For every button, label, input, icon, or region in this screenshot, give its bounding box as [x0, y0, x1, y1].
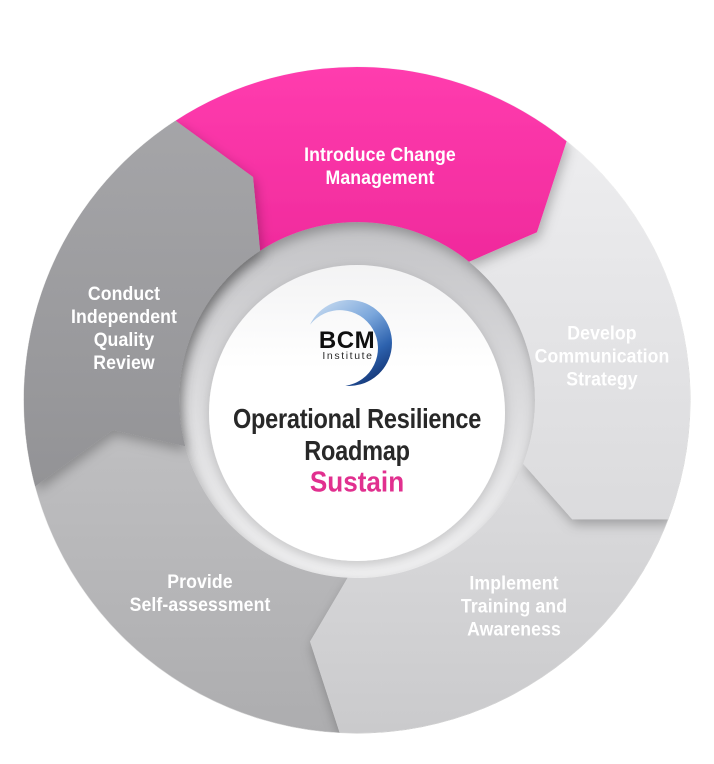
wheel-phase-label: Sustain: [309, 466, 405, 499]
segment-label-conduct-independent-quality-review: Conduct Independent Quality Review: [70, 284, 178, 374]
segment-introduce-change-management: [175, 66, 567, 262]
segment-label-implement-training-and-awareness: Implement Training and Awareness: [460, 573, 568, 641]
wheel-center-title: Operational Resilience Roadmap: [232, 403, 482, 466]
segment-implement-training-and-awareness: [310, 463, 668, 733]
segment-label-develop-communication-strategy: Develop Communication Strategy: [534, 323, 670, 391]
bcm-logo-swoosh-icon: [310, 299, 392, 386]
center-circle: [209, 265, 505, 561]
segment-label-provide-self-assessment: Provide Self-assessment: [129, 572, 271, 616]
bcm-logo-subtext: Institute: [322, 350, 374, 362]
segment-provide-self-assessment: [35, 430, 348, 733]
segment-label-introduce-change-management: Introduce Change Management: [304, 145, 456, 189]
bcm-logo-text: BCM: [318, 327, 376, 354]
segment-conduct-independent-quality-review-overlay: [23, 120, 261, 487]
segment-develop-communication-strategy: [469, 141, 691, 520]
